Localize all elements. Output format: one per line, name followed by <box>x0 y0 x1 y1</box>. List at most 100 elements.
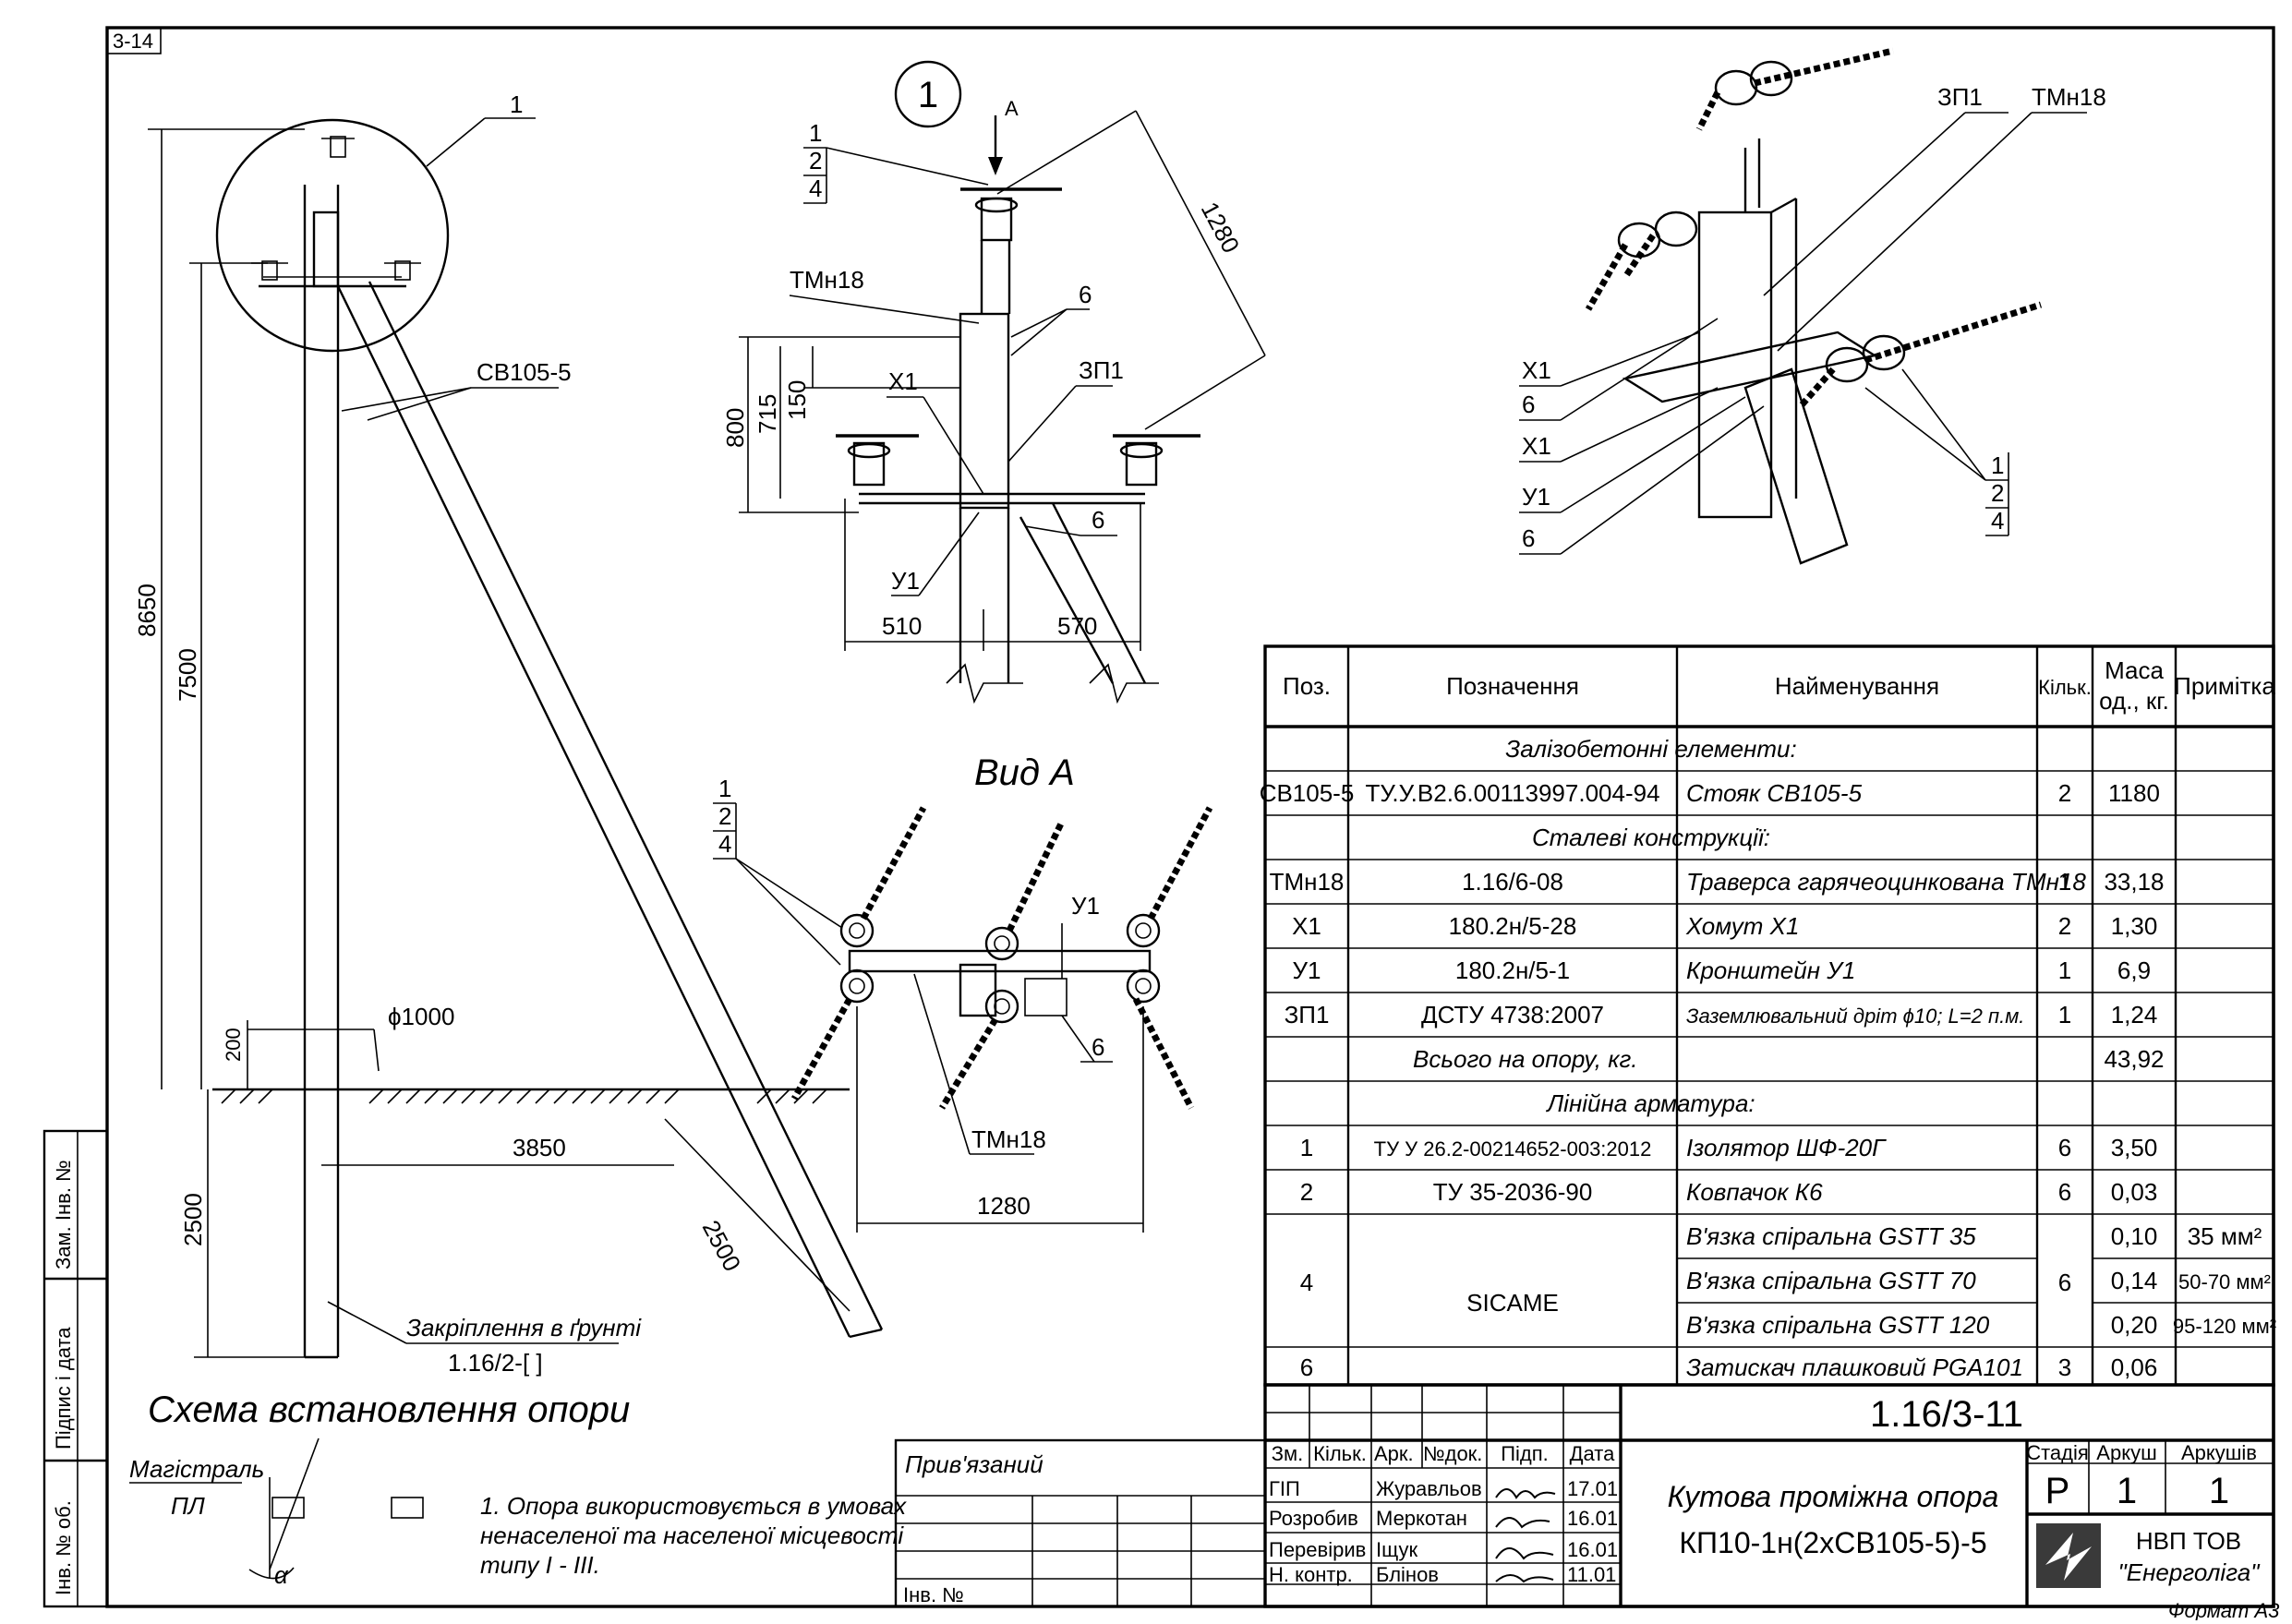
format-label: Формат А3 <box>2168 1599 2280 1620</box>
svg-text:6: 6 <box>1522 524 1535 552</box>
section-concrete: Залізобетонні елементи: <box>1505 735 1796 763</box>
dim-7500: 7500 <box>174 648 201 702</box>
svg-text:0,14: 0,14 <box>2111 1267 2158 1294</box>
pos4-qty: 6 <box>2058 1269 2071 1296</box>
svg-text:Ковпачок К6: Ковпачок К6 <box>1686 1178 1823 1206</box>
callout-1-label: 1 <box>510 90 523 118</box>
svg-text:6: 6 <box>2058 1134 2071 1161</box>
detail-x1-label: Х1 <box>888 367 918 395</box>
svg-text:Х1: Х1 <box>1292 912 1321 940</box>
svg-text:6: 6 <box>2058 1178 2071 1206</box>
dim-715: 715 <box>754 394 781 434</box>
svg-text:0,06: 0,06 <box>2111 1353 2158 1381</box>
svg-text:3,50: 3,50 <box>2111 1134 2158 1161</box>
svg-text:В'язка спіральна GSTT 35: В'язка спіральна GSTT 35 <box>1686 1222 1976 1250</box>
svg-text:3: 3 <box>2058 1353 2071 1381</box>
svg-text:1: 1 <box>2058 956 2071 984</box>
signoff-row: Розробив Меркотан 16.01 <box>1269 1507 1618 1530</box>
note-line-1: 1. Опора використовується в умовах <box>480 1492 907 1520</box>
view-a-6-label: 6 <box>1092 1033 1104 1061</box>
sheets-head: Аркушів <box>2181 1441 2257 1464</box>
doc-code: 1.16/3-11 <box>1870 1394 2023 1435</box>
view-a: Вид А 1 2 4 <box>713 752 1213 1233</box>
th-designation: Позначення <box>1446 672 1579 700</box>
insulator-icon <box>839 913 1161 1024</box>
svg-text:33,18: 33,18 <box>2104 868 2164 896</box>
stage-head: Стадія <box>2026 1441 2089 1464</box>
svg-text:Затискач плашковий PGA101: Затискач плашковий PGA101 <box>1686 1353 2023 1381</box>
svg-text:ГІП: ГІП <box>1269 1477 1300 1500</box>
spec-table: Поз. Позначення Найменування Кільк. Маса… <box>1260 644 2276 1387</box>
title-line-2: КП10-1н(2хСВ105-5)-5 <box>1679 1526 1986 1559</box>
svg-text:35 мм²: 35 мм² <box>2188 1222 2262 1250</box>
detail-6b-label: 6 <box>1092 506 1104 534</box>
note-line-3: типу I - III. <box>480 1551 600 1579</box>
svg-text:В'язка спіральна GSTT 70: В'язка спіральна GSTT 70 <box>1686 1267 1976 1294</box>
notes: 1. Опора використовується в умовах ненас… <box>480 1492 907 1579</box>
th-qty: Кільк. <box>2038 676 2092 699</box>
iso-pos-stack: 1 2 4 <box>1864 368 2009 536</box>
iso-view: ЗП1 ТМн18 Х1 6 Х1 У1 6 1 2 <box>1519 47 2106 565</box>
total-value: 43,92 <box>2104 1045 2164 1073</box>
sheet-head: Аркуш <box>2096 1441 2156 1464</box>
col-ndok: №док. <box>1423 1442 1482 1465</box>
detail-pos-stack: 1 2 4 <box>803 119 989 204</box>
svg-text:1: 1 <box>1991 451 2004 479</box>
side-stamp: Зам. Інв. № Підпис і дата Інв. № об. <box>42 1129 109 1608</box>
svg-text:Блінов: Блінов <box>1376 1563 1439 1586</box>
svg-text:1,30: 1,30 <box>2111 912 2158 940</box>
col-kilk: Кільк. <box>1313 1442 1367 1465</box>
detail-circle-num: 1 <box>918 75 938 115</box>
th-note: Примітка <box>2174 672 2275 700</box>
svg-text:ТУ 35-2036-90: ТУ 35-2036-90 <box>1433 1178 1593 1206</box>
section-linear: Лінійна арматура: <box>1545 1089 1755 1117</box>
view-a-tmn18-label: ТМн18 <box>971 1125 1046 1153</box>
svg-text:4: 4 <box>809 174 822 202</box>
table-row: В'язка спіральна GSTT 120 0,20 95-120 мм… <box>1686 1311 2276 1339</box>
note-line-2: ненаселеної та населеної місцевості <box>480 1522 904 1549</box>
svg-text:Стояк СВ105-5: Стояк СВ105-5 <box>1686 779 1863 807</box>
svg-text:Перевірив: Перевірив <box>1269 1538 1366 1561</box>
svg-text:Н. контр.: Н. контр. <box>1269 1563 1353 1586</box>
table-row: Х1 180.2н/5-28 Хомут Х1 2 1,30 <box>1292 912 2157 940</box>
svg-text:2: 2 <box>2058 912 2071 940</box>
dim-510: 510 <box>882 612 922 640</box>
view-a-dim-1280: 1280 <box>977 1192 1031 1220</box>
table-row: 2 ТУ 35-2036-90 Ковпачок К6 6 0,03 <box>1300 1178 2158 1206</box>
insulator-icon <box>1617 60 1906 383</box>
detail-view: 1 А 1 2 4 <box>721 60 1266 704</box>
company-line-1: НВП ТОВ <box>2136 1527 2241 1555</box>
side-stamp-inv: Інв. № об. <box>52 1500 75 1595</box>
svg-text:Розробив: Розробив <box>1269 1507 1358 1530</box>
binding-block: Прив'язаний Інв. № <box>894 1438 1267 1608</box>
table-row: У1 180.2н/5-1 Кронштейн У1 1 6,9 <box>1293 956 2152 984</box>
title-block: 1.16/3-11 Зм. Кільк. Арк. №док. Підп. Да… <box>1263 1383 2275 1608</box>
svg-text:11.01: 11.01 <box>1567 1563 1616 1586</box>
dim-8650: 8650 <box>133 583 161 637</box>
svg-text:2: 2 <box>1991 479 2004 507</box>
svg-text:1,24: 1,24 <box>2111 1001 2158 1029</box>
svg-text:ЗП1: ЗП1 <box>1285 1001 1330 1029</box>
svg-text:ТМн18: ТМн18 <box>1270 868 1345 896</box>
svg-text:1180: 1180 <box>2108 779 2160 807</box>
main-view-title: Схема встановлення опори <box>148 1389 630 1430</box>
legend-pl: ПЛ <box>171 1492 205 1520</box>
svg-text:Журавльов: Журавльов <box>1376 1477 1482 1500</box>
svg-text:Кронштейн У1: Кронштейн У1 <box>1686 956 1855 984</box>
svg-text:2: 2 <box>2058 779 2071 807</box>
signoff-row: Перевірив Іщук 16.01 <box>1269 1538 1618 1561</box>
detail-tmn18-label: ТМн18 <box>790 266 864 294</box>
svg-text:6,9: 6,9 <box>2117 956 2151 984</box>
iso-tmn18-label: ТМн18 <box>2032 83 2106 111</box>
section-steel: Сталеві конструкції: <box>1532 824 1770 851</box>
svg-text:Заземлювальний дріт ϕ10; L=2 п: Заземлювальний дріт ϕ10; L=2 п.м. <box>1686 1004 2024 1028</box>
stage-value: Р <box>2045 1471 2070 1511</box>
svg-text:У1: У1 <box>1293 956 1321 984</box>
svg-text:2: 2 <box>718 802 731 830</box>
svg-text:17.01: 17.01 <box>1567 1477 1618 1500</box>
detail-u1-label: У1 <box>891 567 920 595</box>
detail-callout-circle <box>215 118 450 353</box>
legend-magistral: Магістраль <box>129 1455 264 1483</box>
fixing-label: Закріплення в ґрунті <box>406 1314 642 1341</box>
svg-text:1: 1 <box>718 775 731 802</box>
